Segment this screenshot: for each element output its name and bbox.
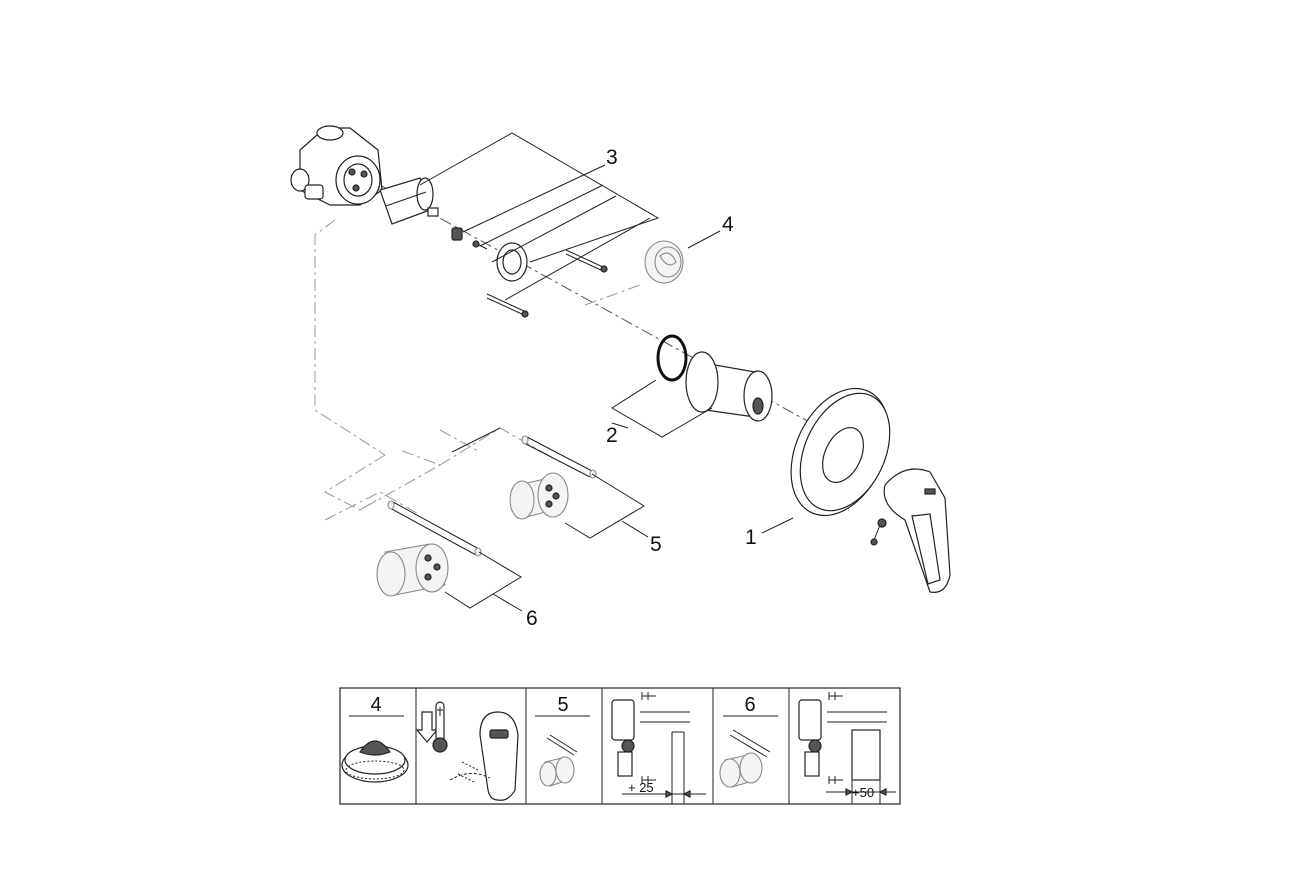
lever-handle (883, 468, 951, 593)
retaining-ring (496, 242, 528, 282)
callout-4-leader (687, 230, 721, 249)
escutcheon-plate (790, 387, 891, 517)
callout-5-label: 5 (650, 533, 662, 556)
cartridge (379, 177, 439, 225)
o-ring (656, 334, 688, 382)
spindle-adapter (451, 227, 463, 241)
instruction-table: 4 5 (339, 687, 901, 805)
callout-4-label: 4 (722, 213, 734, 236)
table-cell-number: 4 (370, 694, 381, 716)
callout-3-leaders (419, 132, 660, 301)
extension-cartridge-5 (509, 472, 569, 520)
callout-3-label: 3 (606, 146, 618, 169)
long-screw-lower (486, 293, 529, 318)
grub-screw (870, 518, 887, 546)
long-screw-upper (565, 249, 608, 273)
table-cell-extension-5: 5 (535, 694, 590, 787)
table-cell-depth-50: +50 (798, 692, 896, 804)
table-cell-temperature (415, 701, 519, 801)
small-screw (472, 240, 488, 250)
down-arrow-icon (415, 711, 439, 743)
table-cell-depth-25: + 25 (611, 692, 706, 804)
thermometer-icon (432, 701, 448, 753)
depth-dimension-25: + 25 (628, 780, 654, 795)
table-cell-cap: 4 (341, 694, 409, 783)
valve-body (290, 125, 383, 206)
extension-set-5 (323, 427, 649, 539)
table-cell-extension-6: 6 (719, 694, 778, 788)
callout-2-leaders (611, 379, 713, 438)
extension-set-6 (324, 491, 523, 612)
assembly-axis (314, 184, 861, 456)
table-cell-number: 5 (557, 694, 568, 716)
callout-1-leader (761, 517, 794, 534)
table-cell-number: 6 (744, 694, 755, 716)
depth-dimension-50: +50 (852, 785, 874, 800)
callout-1-label: 1 (745, 526, 757, 549)
sleeve (685, 351, 773, 422)
callout-6-label: 6 (526, 607, 538, 630)
extension-rod-5 (521, 435, 597, 479)
extension-cartridge-6 (376, 543, 449, 597)
callout-2-label: 2 (606, 424, 618, 447)
trim-cap-part (644, 240, 684, 284)
extension-rod-6 (387, 500, 482, 557)
